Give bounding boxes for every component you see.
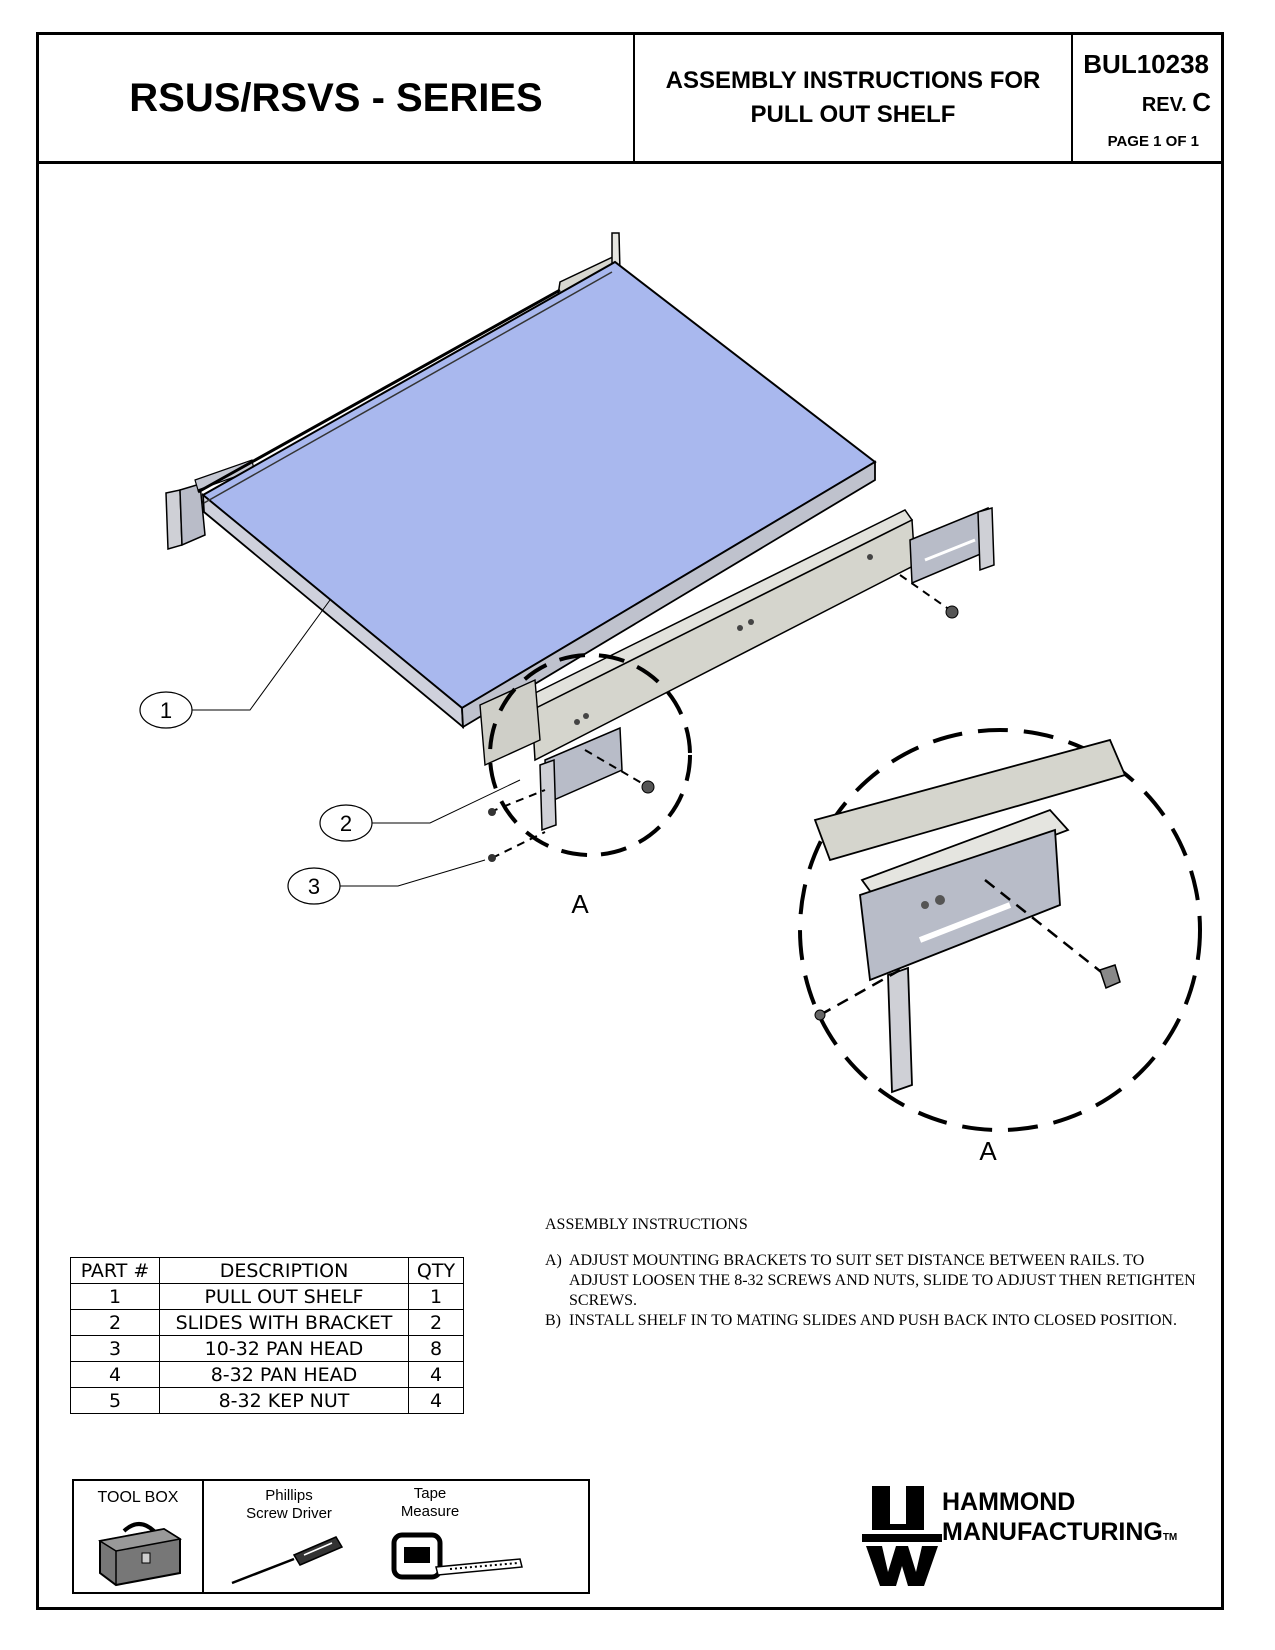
series-title: RSUS/RSVS - SERIES [39, 35, 635, 161]
table-row: 3 10-32 PAN HEAD 8 [70, 1335, 464, 1362]
screwdriver-label: Phillips Screw Driver [224, 1487, 354, 1523]
screwdriver-label-line1: Phillips [265, 1487, 313, 1504]
tool-box-label: TOOL BOX [97, 1489, 179, 1506]
balloon-1-label: 1 [160, 698, 172, 723]
part-description: 8-32 KEP NUT [159, 1387, 409, 1414]
page-frame: RSUS/RSVS - SERIES ASSEMBLY INSTRUCTIONS… [36, 32, 1224, 1610]
page-number: PAGE 1 OF 1 [1107, 133, 1199, 150]
document-info: BUL10238 REV. C PAGE 1 OF 1 [1073, 35, 1221, 161]
pull-out-shelf [197, 260, 877, 730]
tape-measure-icon [391, 1532, 523, 1580]
table-row: 2 SLIDES WITH BRACKET 2 [70, 1309, 464, 1336]
header-part-number: PART # [70, 1257, 160, 1284]
tape-measure-label-line1: Tape [413, 1485, 447, 1502]
part-qty: 2 [408, 1309, 464, 1336]
detail-label: A [571, 889, 589, 919]
part-description: PULL OUT SHELF [159, 1283, 409, 1310]
document-title: ASSEMBLY INSTRUCTIONS FOR PULL OUT SHELF [635, 35, 1073, 161]
part-number: 2 [70, 1309, 160, 1336]
toolbox-icon [97, 1522, 183, 1587]
revision-value: C [1192, 87, 1211, 117]
tape-measure-label-line2: Measure [400, 1503, 460, 1520]
part-number: 4 [70, 1361, 160, 1388]
table-header-row: PART # DESCRIPTION QTY [70, 1257, 464, 1284]
part-description: 8-32 PAN HEAD [159, 1361, 409, 1388]
parts-table: PART # DESCRIPTION QTY 1 PULL OUT SHELF … [70, 1257, 464, 1414]
balloon-1 [139, 599, 331, 729]
screwdriver-label-line2: Screw Driver [246, 1505, 332, 1522]
company-name-line2: MANUFACTURINGTM [942, 1517, 1177, 1553]
rear-right-bracket [899, 506, 995, 619]
part-description: 10-32 PAN HEAD [159, 1335, 409, 1362]
document-number: BUL10238 [1083, 49, 1209, 79]
title-block: RSUS/RSVS - SERIES ASSEMBLY INSTRUCTIONS… [39, 35, 1221, 164]
step-text: ADJUST MOUNTING BRACKETS TO SUIT SET DIS… [569, 1252, 1196, 1309]
assembly-instructions: ASSEMBLY INSTRUCTIONS A) ADJUST MOUNTING… [545, 1215, 1205, 1331]
tool-box-cell: TOOL BOX [74, 1481, 204, 1592]
header-description: DESCRIPTION [159, 1257, 409, 1284]
table-row: 1 PULL OUT SHELF 1 [70, 1283, 464, 1310]
part-number: 1 [70, 1283, 160, 1310]
balloon-2 [319, 779, 521, 842]
part-description: SLIDES WITH BRACKET [159, 1309, 409, 1336]
hammond-logo-icon [862, 1486, 942, 1586]
step-text: INSTALL SHELF IN TO MATING SLIDES AND PU… [569, 1312, 1177, 1329]
document-title-line2: PULL OUT SHELF [750, 101, 956, 128]
detail-circle-a [488, 653, 692, 857]
front-bracket [488, 726, 655, 862]
header-qty: QTY [408, 1257, 464, 1284]
company-name-line1: HAMMOND [942, 1488, 1076, 1516]
instructions-title: ASSEMBLY INSTRUCTIONS [545, 1216, 748, 1233]
part-qty: 4 [408, 1361, 464, 1388]
company-name: HAMMOND MANUFACTURINGTM [942, 1487, 1177, 1553]
left-front-bracket [165, 459, 255, 550]
table-row: 5 8-32 KEP NUT 4 [70, 1387, 464, 1414]
revision: REV. C [1142, 87, 1211, 118]
part-number: 3 [70, 1335, 160, 1362]
instruction-step-b: B) INSTALL SHELF IN TO MATING SLIDES AND… [545, 1311, 1205, 1331]
table-row: 4 8-32 PAN HEAD 4 [70, 1361, 464, 1388]
instruction-step-a: A) ADJUST MOUNTING BRACKETS TO SUIT SET … [545, 1251, 1205, 1311]
detail-view-label: A [979, 1136, 997, 1166]
part-number: 5 [70, 1387, 160, 1414]
tape-measure-label: Tape Measure [380, 1485, 480, 1521]
document-title-line1: ASSEMBLY INSTRUCTIONS FOR [665, 67, 1041, 94]
balloon-3-label: 3 [308, 874, 320, 899]
step-tag: B) [545, 1312, 561, 1329]
company-name-line2-text: MANUFACTURING [942, 1518, 1163, 1546]
step-tag: A) [545, 1252, 562, 1269]
part-qty: 1 [408, 1283, 464, 1310]
tool-box: TOOL BOX Phillips Screw Driver Tape Meas… [72, 1479, 590, 1594]
detail-view-a [798, 728, 1202, 1132]
screwdriver-icon [231, 1536, 344, 1585]
part-qty: 8 [408, 1335, 464, 1362]
balloon-3 [287, 859, 486, 905]
balloon-2-label: 2 [340, 811, 352, 836]
trademark: TM [1162, 1532, 1178, 1543]
revision-label: REV. [1141, 94, 1187, 116]
part-qty: 4 [408, 1387, 464, 1414]
